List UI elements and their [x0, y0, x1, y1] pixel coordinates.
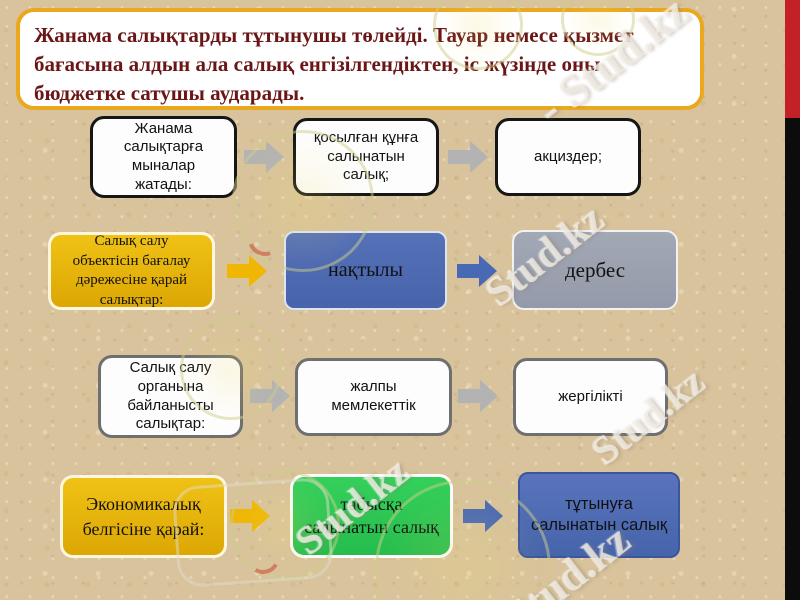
box-label: дербес — [564, 257, 626, 282]
box-excise: акциздер; — [495, 118, 641, 196]
box-label: Экономикалық белгісіне қарай: — [82, 494, 205, 539]
arrow-right-icon — [448, 141, 488, 173]
box-label: қосылған құнға салынатын салық; — [313, 128, 419, 184]
box-label: акциздер; — [533, 147, 603, 165]
box-consumption-tax: тұтынуға салынатын салық — [518, 472, 680, 558]
box-indirect-taxes-lead: Жанама салықтарға мыналар жатады: — [90, 116, 237, 198]
box-label: жергілікті — [558, 387, 623, 405]
arrow-right-icon — [250, 380, 290, 412]
arrow-right-icon — [457, 255, 497, 287]
box-label: жалпы мемлекеттік — [331, 378, 416, 414]
arrow-right-icon — [458, 380, 498, 412]
box-label: табысқа салынатын салық — [304, 493, 439, 537]
box-economic-feature-lead: Экономикалық белгісіне қарай: — [60, 475, 227, 558]
edge-strip-red — [785, 0, 800, 118]
box-local: жергілікті — [513, 358, 668, 436]
slide-title: Жанама салықтарды тұтынушы төлейді. Тауа… — [34, 23, 634, 105]
box-label: Жанама салықтарға мыналар жатады: — [123, 119, 204, 193]
box-tax-authority-lead: Салық салу органына байланысты салықтар: — [98, 355, 243, 438]
arrow-right-icon — [244, 141, 284, 173]
slide-title-box: Жанама салықтарды тұтынушы төлейді. Тауа… — [16, 8, 704, 110]
box-income-tax: табысқа салынатын салық — [290, 474, 453, 558]
box-national: жалпы мемлекеттік — [295, 358, 452, 436]
box-label: Салық салу органына байланысты салықтар: — [127, 359, 214, 433]
box-vat: қосылған құнға салынатын салық; — [293, 118, 439, 196]
arrow-right-icon — [463, 500, 503, 532]
box-derbes: дербес — [512, 230, 678, 310]
box-label: тұтынуға салынатын салық — [530, 494, 668, 534]
edge-strip-black — [785, 118, 800, 600]
arrow-right-icon — [230, 500, 270, 532]
box-naktyly: нақтылы — [284, 231, 447, 310]
arrow-right-icon — [227, 255, 267, 287]
box-label: Салық салу объектісін бағалау дәрежесіне… — [72, 233, 191, 308]
box-assessment-basis-lead: Салық салу объектісін бағалау дәрежесіне… — [48, 232, 215, 310]
stud-kz-logo-swirl-icon — [242, 536, 284, 578]
box-label: нақтылы — [328, 259, 403, 281]
